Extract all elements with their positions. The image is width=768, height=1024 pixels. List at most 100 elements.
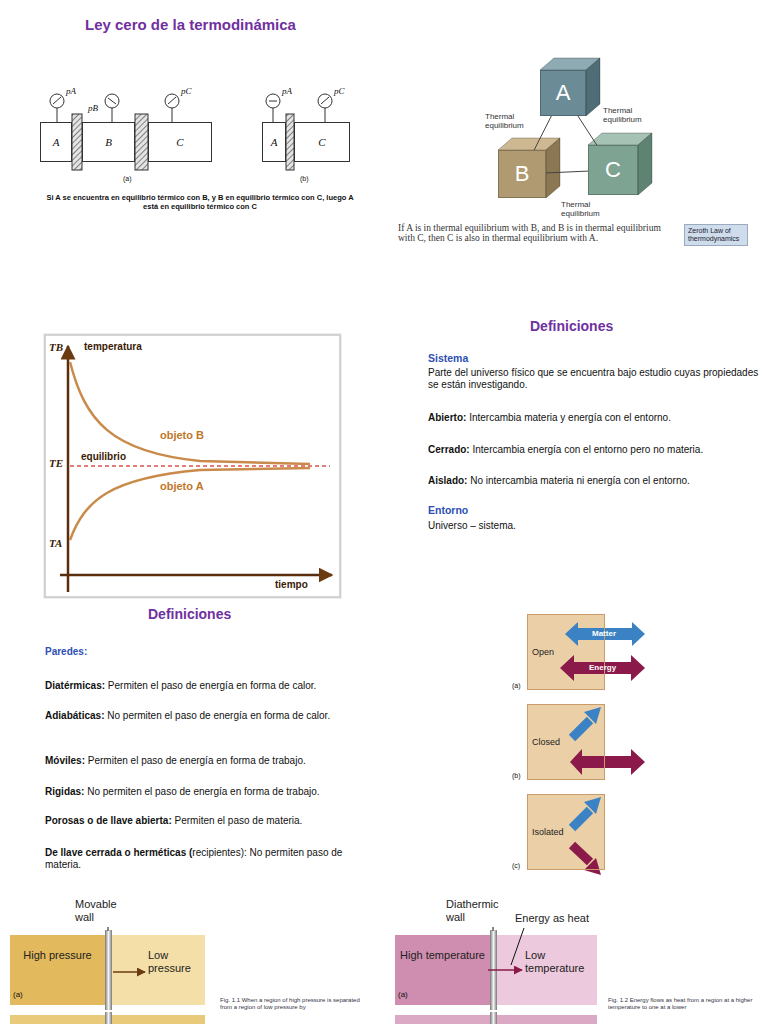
text-group: If A is in thermal equilibrium with B, a… xyxy=(398,223,678,243)
system-box: Open xyxy=(527,614,605,690)
chamber-box: C xyxy=(148,122,212,162)
cube-body: C xyxy=(588,145,638,195)
wall-figures xyxy=(490,1012,497,1024)
gauge-apparatus xyxy=(108,98,116,104)
temperature-graph xyxy=(45,335,340,597)
system-arrows xyxy=(570,749,645,775)
system-arrows xyxy=(560,655,645,681)
text-group: equilibrio xyxy=(80,451,127,463)
wall-figures xyxy=(488,969,522,971)
text-group: pC xyxy=(181,86,192,96)
axis-tick-label: TE xyxy=(49,457,63,469)
definition-text: Intercambia materia y energía con el ent… xyxy=(469,412,671,423)
gauge-apparatus xyxy=(266,94,280,108)
term-heading: Sistema xyxy=(428,352,468,364)
wall-figures xyxy=(112,935,205,1005)
arrow-label: Matter xyxy=(592,629,616,638)
figure-letter: (b) xyxy=(512,772,521,779)
equilibrium-line xyxy=(578,116,597,145)
definition-text: Permiten el paso de energía en forma de … xyxy=(108,680,316,691)
node-text: C xyxy=(605,157,621,183)
text-group: De llave cerrada o herméticas (recipient… xyxy=(45,847,375,871)
wall-figures xyxy=(105,930,112,1010)
text-group: Universo – sistema. xyxy=(428,520,758,532)
gauge-apparatus xyxy=(318,94,332,108)
temperature-graph xyxy=(70,468,310,540)
callout-label: Energy as heat xyxy=(515,912,589,924)
text-group: (c) xyxy=(512,862,520,870)
definition-text: Cerrado: xyxy=(428,444,470,455)
system-arrows xyxy=(584,707,601,724)
text-group: Parte del universo físico que se encuent… xyxy=(428,367,760,391)
definition-text: Adiabáticas: xyxy=(45,710,104,721)
node-text: Isolated xyxy=(532,827,564,837)
definition-text: Rigidas: xyxy=(45,786,84,797)
system-arrows xyxy=(584,797,601,814)
system-arrows xyxy=(527,704,605,780)
edge-label: Thermal equilibrium xyxy=(560,200,612,218)
section-heading: Definiciones xyxy=(148,606,231,622)
definition-text: No intercambia materia ni energía con el… xyxy=(470,475,690,486)
node-text: Low temperature xyxy=(525,949,597,975)
text-group: TA xyxy=(49,537,62,549)
node-text: Zeroth Law of thermodynamics xyxy=(688,227,744,243)
definition-text: Móviles: xyxy=(45,755,85,766)
text-group: Fig. 1.2 Energy flows as heat from a reg… xyxy=(608,997,758,1011)
figure-caption: Fig. 1.2 Energy flows as heat from a reg… xyxy=(608,997,752,1010)
definition-text: Diatérmicas: xyxy=(45,680,105,691)
pressure-label: pA xyxy=(66,86,76,96)
text-group: TB xyxy=(49,341,63,353)
text-group: (b) xyxy=(300,175,309,183)
gauge-apparatus xyxy=(112,108,113,122)
temperature-graph xyxy=(43,333,342,599)
text-group: Móviles:Permiten el paso de energía en f… xyxy=(45,755,375,767)
system-box: Closed xyxy=(527,704,605,780)
text-group: pA xyxy=(66,86,76,96)
curve-label: equilibrio xyxy=(81,451,126,462)
text-group: temperatura xyxy=(84,341,142,353)
text-group: objeto B xyxy=(160,429,204,442)
text-group: pA xyxy=(282,86,292,96)
system-arrows xyxy=(527,794,605,870)
system-arrows xyxy=(565,622,645,646)
gauge-apparatus xyxy=(135,114,148,170)
definition-text: Universo – sistema. xyxy=(428,520,516,531)
wall-figures xyxy=(10,927,597,1024)
figure-letter: (a) xyxy=(123,175,132,182)
slide-title: Ley cero de la termodinámica xyxy=(85,16,296,34)
wall-figures xyxy=(113,971,145,973)
pressure-label: pC xyxy=(181,86,192,96)
region-box: Low pressure xyxy=(112,935,205,1005)
text-group: Rigidas:No permiten el paso de energía e… xyxy=(45,786,375,798)
text-group: Cerrado:Intercambia energía con el entor… xyxy=(428,444,763,456)
text-group: Matter xyxy=(592,628,616,640)
chamber-box: A xyxy=(262,122,286,162)
definition-text: No permiten el paso de energía en forma … xyxy=(107,710,330,721)
temperature-graph xyxy=(43,333,342,599)
equilibrium-line xyxy=(534,116,551,150)
term-heading: Entorno xyxy=(428,504,468,516)
text-group: Energy xyxy=(589,662,616,674)
temperature-graph xyxy=(60,574,332,577)
text-group: Diathermic wall xyxy=(446,898,504,924)
gauge-apparatus xyxy=(53,97,61,104)
gauge-apparatus xyxy=(321,97,329,104)
section-heading: Definiciones xyxy=(530,318,613,334)
text-group: pB xyxy=(88,103,98,113)
cube-body: B xyxy=(498,150,546,198)
text-group: Movable wall xyxy=(75,898,131,924)
edge-label: Thermal equilibrium xyxy=(484,112,536,130)
definition-text: De llave cerrada o herméticas ( xyxy=(45,847,192,858)
gauge-apparatus xyxy=(57,108,58,122)
definition-text: Parte del universo físico que se encuent… xyxy=(428,367,758,390)
definition-text: No permiten el paso de energía en forma … xyxy=(87,786,319,797)
wall-figures xyxy=(493,927,494,931)
wall-figures xyxy=(511,928,524,965)
pressure-label: pA xyxy=(282,86,292,96)
node-text: C xyxy=(176,136,183,148)
curve-label: objeto B xyxy=(160,429,204,441)
gauge-apparatus xyxy=(50,94,64,108)
axis-tick-label: TB xyxy=(49,341,63,353)
curve-label: objeto A xyxy=(160,480,204,492)
